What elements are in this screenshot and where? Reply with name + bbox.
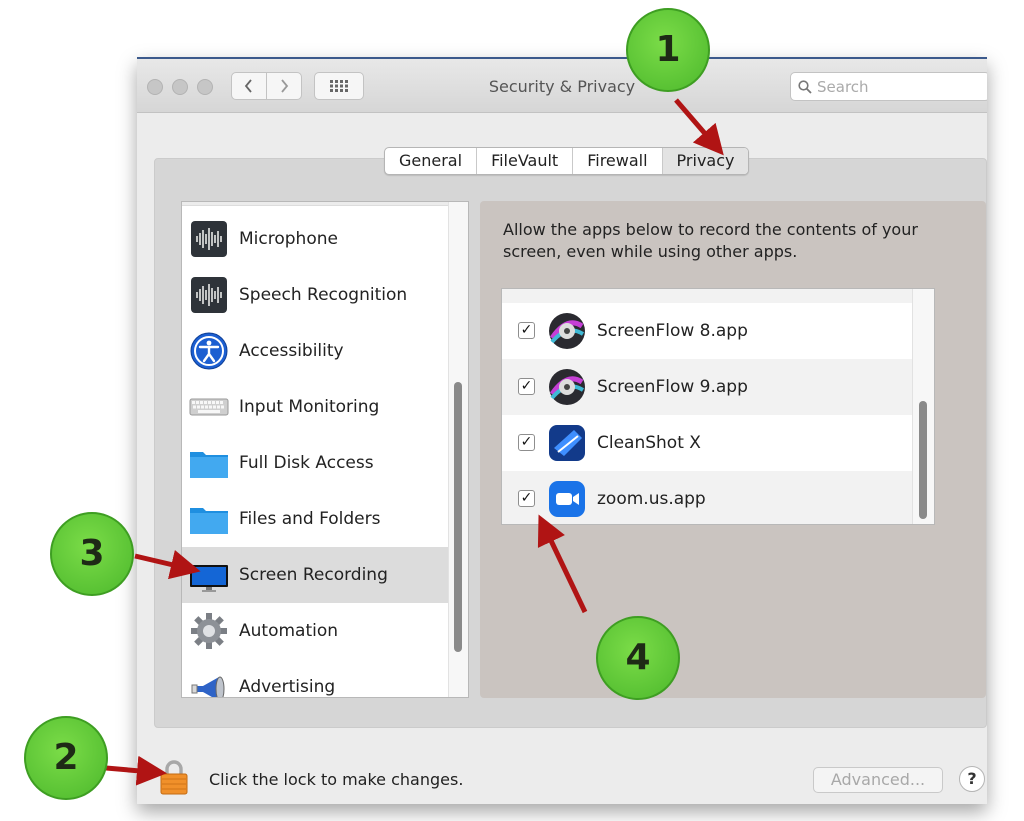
sidebar-item-files-and-folders[interactable]: Files and Folders [182, 491, 448, 547]
app-name: zoom.us.app [597, 489, 706, 509]
tab-bar: General FileVault Firewall Privacy [384, 147, 750, 175]
app-checkbox[interactable]: ✓ [518, 434, 535, 451]
display-icon [190, 565, 228, 592]
gear-icon [191, 613, 227, 649]
app-name: ScreenFlow 8.app [597, 321, 748, 341]
sidebar-item-screen-recording[interactable]: Screen Recording [182, 547, 448, 603]
app-checkbox[interactable]: ✓ [518, 322, 535, 339]
sidebar-item-full-disk-access[interactable]: Full Disk Access [182, 435, 448, 491]
sidebar-item-label: Input Monitoring [239, 397, 380, 417]
app-row-screenflow-8[interactable]: ✓ ScreenFlow 8.app [502, 303, 912, 359]
folder-icon [190, 452, 228, 478]
microphone-icon [191, 221, 227, 257]
sidebar-item-label: Accessibility [239, 341, 344, 361]
minimize-window-button[interactable] [172, 79, 188, 95]
lock-icon[interactable] [159, 759, 189, 795]
annotation-badge-4: 4 [596, 616, 680, 700]
app-checkbox[interactable]: ✓ [518, 490, 535, 507]
sidebar-item-label: Microphone [239, 229, 338, 249]
screenflow-icon [549, 369, 585, 405]
megaphone-icon [191, 676, 225, 697]
advanced-button[interactable]: Advanced... [813, 767, 943, 793]
zoom-icon [549, 481, 585, 517]
help-button[interactable]: ? [959, 766, 985, 792]
sidebar-item-input-monitoring[interactable]: Input Monitoring [182, 379, 448, 435]
tab-general[interactable]: General [385, 148, 478, 174]
title-bar: Security & Privacy Search [137, 59, 987, 113]
sidebar-item-label: Advertising [239, 677, 336, 697]
app-list-scrollbar[interactable] [919, 401, 927, 519]
search-placeholder: Search [817, 77, 869, 96]
search-icon [798, 80, 812, 94]
privacy-category-list[interactable]: Microphone Speech Recognition Accessibil… [181, 201, 469, 698]
app-row-zoom[interactable]: ✓ zoom.us.app [502, 471, 912, 524]
close-window-button[interactable] [147, 79, 163, 95]
cleanshot-icon [549, 425, 585, 461]
tab-filevault[interactable]: FileVault [477, 148, 574, 174]
app-row-cleanshot-x[interactable]: ✓ CleanShot X [502, 415, 912, 471]
screen-recording-app-list[interactable]: ✓ ScreenFlow 8.app ✓ ScreenFlow 9.app [501, 288, 935, 525]
lock-message: Click the lock to make changes. [209, 770, 464, 789]
list-item-partial [182, 202, 448, 206]
folder-icon [190, 508, 228, 534]
sidebar-item-label: Screen Recording [239, 565, 388, 585]
keyboard-icon [189, 398, 229, 416]
sidebar-item-microphone[interactable]: Microphone [182, 211, 448, 267]
window-title: Security & Privacy [488, 77, 636, 96]
annotation-badge-2: 2 [24, 716, 108, 800]
forward-button[interactable] [266, 72, 302, 100]
sidebar-item-advertising[interactable]: Advertising [182, 659, 448, 697]
sidebar-item-label: Speech Recognition [239, 285, 408, 305]
chevron-right-icon [281, 79, 289, 93]
category-list-scrollbar[interactable] [454, 382, 462, 652]
tab-privacy[interactable]: Privacy [662, 148, 749, 174]
app-name: ScreenFlow 9.app [597, 377, 748, 397]
security-privacy-window: Security & Privacy Search General FileVa… [137, 57, 987, 804]
search-field[interactable]: Search [790, 72, 987, 101]
tab-firewall[interactable]: Firewall [573, 148, 663, 174]
annotation-badge-3: 3 [50, 512, 134, 596]
sidebar-item-accessibility[interactable]: Accessibility [182, 323, 448, 379]
accessibility-icon [190, 332, 228, 370]
speech-recognition-icon [191, 277, 227, 313]
sidebar-item-automation[interactable]: Automation [182, 603, 448, 659]
app-row-screenflow-9[interactable]: ✓ ScreenFlow 9.app [502, 359, 912, 415]
app-name: CleanShot X [597, 433, 701, 453]
list-item-partial [502, 289, 912, 303]
screen-recording-description: Allow the apps below to record the conte… [503, 220, 918, 261]
screenflow-icon [549, 313, 585, 349]
grid-icon [330, 80, 348, 92]
sidebar-item-label: Automation [239, 621, 339, 641]
app-checkbox[interactable]: ✓ [518, 378, 535, 395]
zoom-window-button[interactable] [197, 79, 213, 95]
show-all-button[interactable] [314, 72, 364, 100]
annotation-badge-1: 1 [626, 8, 710, 92]
sidebar-item-label: Files and Folders [239, 509, 381, 529]
chevron-left-icon [244, 79, 252, 93]
sidebar-item-label: Full Disk Access [239, 453, 374, 473]
sidebar-item-speech-recognition[interactable]: Speech Recognition [182, 267, 448, 323]
